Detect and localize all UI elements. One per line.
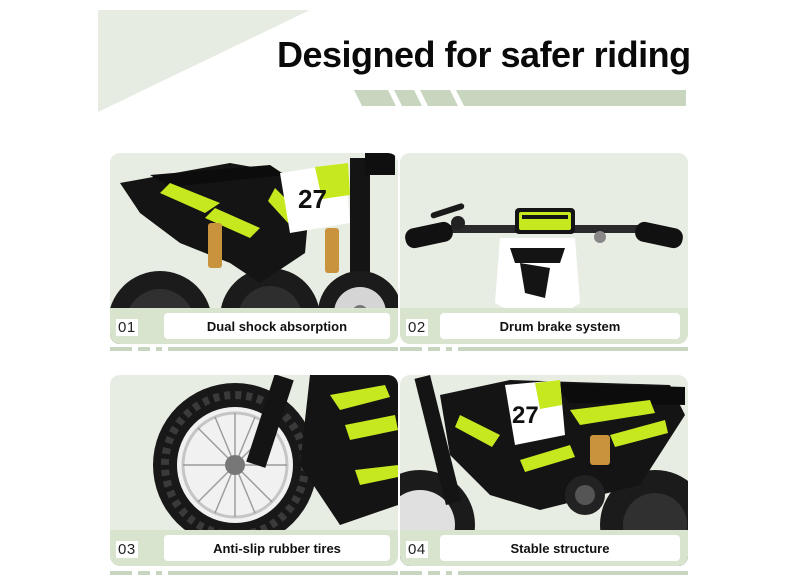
card-divider-stripes bbox=[400, 347, 688, 351]
card-divider-stripes bbox=[110, 347, 398, 351]
card-divider-stripes bbox=[400, 571, 688, 575]
feature-label-04: Stable structure bbox=[440, 535, 680, 561]
race-number-decal: 27 bbox=[512, 402, 539, 429]
feature-label-01: Dual shock absorption bbox=[164, 313, 390, 339]
page-title: Designed for safer riding bbox=[277, 34, 691, 75]
card-divider-stripes bbox=[110, 571, 398, 575]
feature-label-03: Anti-slip rubber tires bbox=[164, 535, 390, 561]
feature-card-brake: Drum brake system 02 bbox=[400, 153, 688, 344]
feature-number-04: 04 bbox=[406, 541, 428, 558]
handlebar-brake-photo bbox=[405, 203, 683, 328]
title-underline-stripes bbox=[354, 90, 686, 106]
feature-card-tires: Anti-slip rubber tires 03 bbox=[110, 375, 398, 566]
feature-number-03: 03 bbox=[116, 541, 138, 558]
race-number-decal: 27 bbox=[298, 184, 327, 214]
feature-label-02: Drum brake system bbox=[440, 313, 680, 339]
feature-number-01: 01 bbox=[116, 319, 138, 336]
header-triangle-decoration bbox=[98, 10, 310, 112]
feature-number-02: 02 bbox=[406, 319, 428, 336]
feature-card-shock: 27 Dual shock absorption 01 bbox=[110, 153, 398, 344]
feature-card-structure: 27 Stable structure 04 bbox=[400, 375, 688, 566]
front-tire-photo bbox=[153, 375, 398, 547]
